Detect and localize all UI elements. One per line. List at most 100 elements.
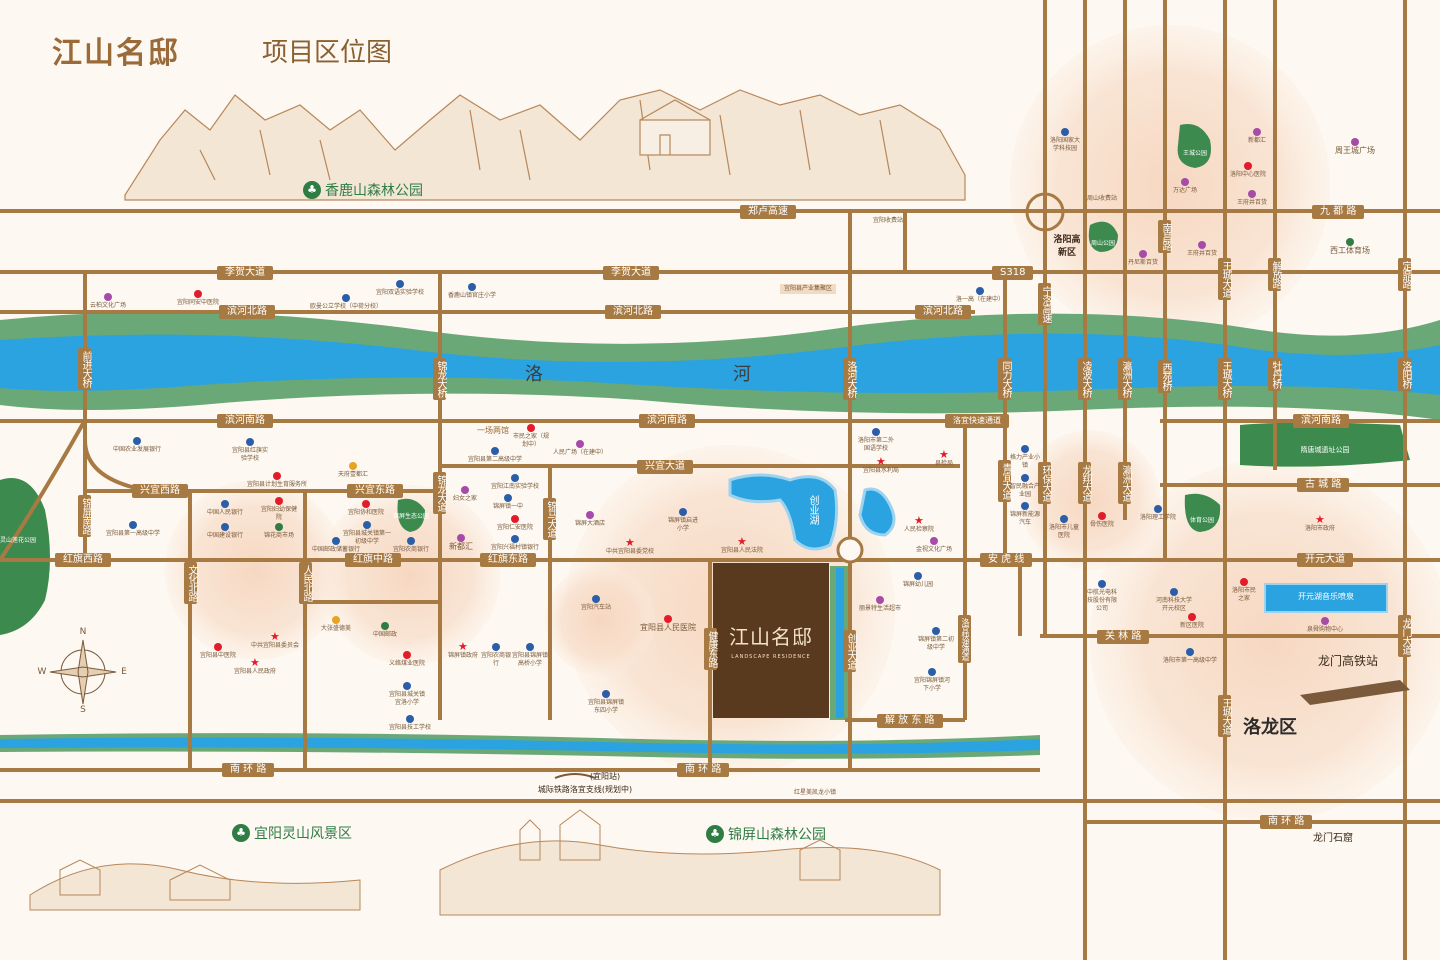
poi-industry[interactable]: 宜阳县产业集聚区 bbox=[779, 284, 837, 294]
poi-hongjiang[interactable]: 红星美凯龙小镇 bbox=[793, 789, 837, 796]
poi-longmen-grotto[interactable]: 龙门石窟 bbox=[1313, 833, 1353, 844]
poi-xiehe[interactable]: 宜阳协和医院 bbox=[348, 500, 384, 517]
poi-people-gov[interactable]: ★人民检察院 bbox=[903, 514, 935, 533]
poi-yichang[interactable]: 一场两馆 bbox=[477, 426, 509, 435]
poi-dazhong[interactable]: 大张盛德美 bbox=[321, 616, 351, 633]
poi-art-sq[interactable]: 金视文化广场 bbox=[916, 537, 952, 554]
poi-shiyan-school[interactable]: 宜阳双语实验学校 bbox=[376, 280, 424, 297]
poi-citizen2[interactable]: 洛阳市民之家 bbox=[1230, 578, 1258, 603]
school-icon bbox=[403, 682, 411, 690]
poi-yiyang-no1[interactable]: 宜阳县第一高级中学 bbox=[106, 521, 160, 538]
poi-jinping-no1[interactable]: 锦屏镇一中 bbox=[493, 494, 523, 511]
poi-xigong[interactable]: 西工体育场 bbox=[1330, 238, 1370, 255]
road-longxiang: 龙翔大道 bbox=[1078, 462, 1091, 504]
poi-woman[interactable]: 妇女之家 bbox=[453, 486, 477, 503]
poi-xingfu-bank[interactable]: 宜阳兴福村镇银行 bbox=[491, 535, 539, 552]
poi-gaoxin-sq[interactable]: 格力产业小镇 bbox=[1010, 445, 1040, 470]
poi-luoyi-middle[interactable]: 洛一高（在建中） bbox=[956, 287, 1004, 304]
poi-icbc[interactable]: 中国人民银行 bbox=[207, 500, 243, 517]
poi-fuyou[interactable]: 宜阳妇幼保健院 bbox=[259, 497, 299, 522]
poi-zhouwang[interactable]: 周王城广场 bbox=[1335, 138, 1375, 155]
poi-jinping-new[interactable]: 锦屏新能源汽车 bbox=[1010, 502, 1040, 527]
poi-gov-luoyang[interactable]: ★洛阳市政府 bbox=[1304, 513, 1336, 532]
poi-xianglu-school[interactable]: 香鹿山镇官庄小学 bbox=[448, 283, 496, 300]
poi-zhongke[interactable]: 中航光电科技股份有限公司 bbox=[1085, 580, 1119, 613]
hospital-icon bbox=[402, 651, 411, 659]
poi-party-committee[interactable]: ★中共宜阳县委员会 bbox=[250, 630, 300, 649]
poi-yunji[interactable]: 云柏文化广场 bbox=[90, 293, 126, 310]
landmark-icon bbox=[1240, 578, 1248, 586]
poi-water[interactable]: ★宜阳县水利局 bbox=[862, 455, 900, 474]
poi-center-hospital[interactable]: 洛阳中心医院 bbox=[1230, 162, 1266, 179]
poi-rural2[interactable]: 宜阳农商银行 bbox=[481, 643, 511, 668]
poi-wangfu[interactable]: 王府井百货 bbox=[1187, 241, 1217, 258]
poi-high-speed-rail[interactable]: 龙门高铁站 bbox=[1317, 654, 1379, 668]
poi-child-hosp[interactable]: 洛阳市儿童医院 bbox=[1048, 515, 1080, 540]
poi-zhoushan-toll[interactable]: 周山收费站 bbox=[1087, 195, 1118, 202]
poi-science-univ[interactable]: 洛阳理工学院 bbox=[1140, 505, 1176, 522]
poi-jiwei[interactable]: 宜阳县计划生育服务所 bbox=[247, 472, 307, 489]
poi-zhongyi-hospital[interactable]: 宜阳同安中医院 bbox=[177, 290, 219, 307]
poi-bank-agri[interactable]: 中国农业发展银行 bbox=[113, 437, 161, 454]
poi-court[interactable]: ★宜阳县人民法院 bbox=[720, 535, 764, 554]
poi-jinping-bridge[interactable]: 宜阳县锦屏镇高桥小学 bbox=[510, 643, 550, 668]
poi-heyuan-school[interactable]: 宜阳锦屏镇河下小学 bbox=[912, 668, 952, 693]
poi-zhongyi2[interactable]: 宜阳县中医院 bbox=[200, 643, 236, 660]
poi-renan[interactable]: 宜阳仁安医院 bbox=[497, 515, 533, 532]
hospital-icon bbox=[193, 290, 202, 298]
poi-postal[interactable]: 中国邮政储蓄银行 bbox=[312, 537, 360, 554]
poi-jinping-school[interactable]: 锦屏镇启进小学 bbox=[668, 508, 698, 533]
poi-chengguan[interactable]: 宜阳县城关镇第一初级中学 bbox=[342, 521, 392, 546]
poi-shopping[interactable]: 泉舜购物中心 bbox=[1307, 617, 1343, 634]
poi-chengguan2[interactable]: 宜阳县城关镇宜洛小学 bbox=[387, 682, 427, 707]
poi-construction[interactable]: 中国建设银行 bbox=[207, 523, 243, 540]
poi-yiyang-traffic[interactable]: 义络煤业医院 bbox=[389, 651, 425, 668]
poi-yijie[interactable]: 骨伤医院 bbox=[1090, 512, 1114, 529]
poi-bus[interactable]: 宜阳汽车站 bbox=[581, 595, 611, 612]
poi-jinping-middle[interactable]: 锦屏镇第二初级中学 bbox=[916, 627, 956, 652]
poi-yiyang-station[interactable]: (宜阳站) bbox=[589, 772, 621, 781]
poi-no2-middle[interactable]: 宜阳县第二高级中学 bbox=[468, 447, 522, 464]
culture-icon bbox=[1351, 138, 1359, 146]
poi-foreign-school[interactable]: 洛阳市第二外国语学校 bbox=[856, 428, 896, 453]
poi-music[interactable]: 开元湖音乐喷泉 bbox=[1298, 592, 1354, 601]
poi-tech-univ[interactable]: 河南科技大学开元校区 bbox=[1154, 588, 1194, 613]
road-jiefang: 解放路 bbox=[1268, 258, 1281, 291]
poi-xiangmu[interactable]: 洛阳国家大学科技园 bbox=[1048, 128, 1082, 153]
poi-luoyang-hosp[interactable]: 新区医院 bbox=[1180, 613, 1204, 630]
poi-people-hosp[interactable]: 宜阳县人民医院 bbox=[640, 615, 696, 632]
poi-jinping-east[interactable]: 宜阳县锦屏镇东四小学 bbox=[586, 690, 626, 715]
poi-president[interactable]: ★县检局 bbox=[934, 448, 954, 467]
poi-government[interactable]: ★宜阳县人民政府 bbox=[233, 656, 277, 675]
poi-jinping-hotel[interactable]: 锦屏大酒店 bbox=[575, 511, 605, 528]
post-icon bbox=[380, 622, 389, 630]
poi-tianfu[interactable]: 天府壹都汇 bbox=[338, 462, 368, 479]
poi-rural[interactable]: 宜阳农商银行 bbox=[393, 537, 429, 554]
poi-people-sq[interactable]: 人民广场（在建中） bbox=[553, 440, 607, 457]
poi-yiyang-toll[interactable]: 宜阳收费站 bbox=[872, 217, 904, 224]
project-site[interactable]: 江山名邸 LANDSCAPE RESIDENCE bbox=[713, 563, 829, 718]
poi-dane[interactable]: 丹尼斯百货 bbox=[1128, 250, 1158, 267]
project-sub: LANDSCAPE RESIDENCE bbox=[731, 654, 811, 660]
poi-wanda[interactable]: 万达广场 bbox=[1173, 178, 1197, 195]
poi-jinping-gov[interactable]: ★锦屏镇政府 bbox=[447, 640, 479, 659]
poi-hongqi-school[interactable]: 宜阳县红旗实验学校 bbox=[230, 438, 270, 463]
road-binhenan-2: 滨河南路 bbox=[639, 414, 695, 428]
compass-e: E bbox=[121, 667, 127, 677]
poi-jinhua-market[interactable]: 锦花商市场 bbox=[264, 523, 294, 540]
road-tongli: 同力大桥 bbox=[998, 358, 1011, 400]
poi-fine-super[interactable]: 丽景特生活超市 bbox=[859, 596, 901, 613]
poi-vocational[interactable]: 宜阳县技工学校 bbox=[389, 715, 431, 732]
poi-citizen[interactable]: 市民之家（规划中） bbox=[511, 424, 551, 449]
poi-post[interactable]: 中国邮政 bbox=[373, 622, 397, 639]
poi-xinduhui[interactable]: 新都汇 bbox=[449, 534, 473, 551]
poi-wangfu-village[interactable]: 王府井百货 bbox=[1237, 190, 1267, 207]
poi-ouyang[interactable]: 欧曼公立学校（中荷分校） bbox=[310, 294, 382, 311]
poi-zhixin[interactable]: 智民融合产业园 bbox=[1010, 474, 1040, 499]
poi-xindu[interactable]: 新都汇 bbox=[1248, 128, 1266, 145]
poi-kindergarten[interactable]: 锦屏幼儿园 bbox=[903, 572, 933, 589]
government-star-icon: ★ bbox=[914, 514, 924, 527]
poi-party-school[interactable]: ★中共宜阳县委党校 bbox=[605, 536, 655, 555]
poi-wenzhi[interactable]: 宜阳江南实验学校 bbox=[491, 474, 539, 491]
poi-no1-high[interactable]: 洛阳市第一高级中学 bbox=[1163, 648, 1217, 665]
